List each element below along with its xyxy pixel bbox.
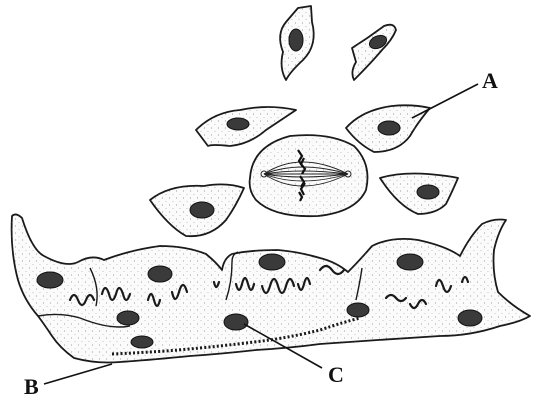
nucleus	[37, 272, 63, 288]
fibroblast-cell-right-lower	[380, 174, 458, 215]
nucleus	[397, 254, 423, 270]
nucleus	[117, 311, 139, 325]
nucleus	[190, 202, 214, 218]
nucleus	[458, 310, 482, 326]
fibroblast-cell-a	[346, 105, 430, 152]
nucleus-c	[224, 314, 248, 330]
nucleus	[417, 185, 439, 199]
leader-line-a	[412, 84, 478, 118]
nucleus	[227, 118, 249, 130]
epithelial-sheet	[12, 214, 530, 362]
nucleus	[289, 29, 303, 51]
nucleus	[131, 336, 153, 348]
fibroblast-cell-top-1	[280, 6, 314, 80]
fibroblast-cell-left-lower	[150, 184, 244, 236]
leader-line-b	[44, 364, 112, 384]
nucleus	[347, 303, 369, 317]
fibroblast-cell-top-2	[352, 25, 396, 80]
label-a: A	[482, 68, 498, 93]
label-c: C	[328, 362, 344, 387]
dividing-cell	[250, 135, 368, 216]
nucleus	[148, 266, 172, 282]
nucleus-a	[378, 121, 400, 135]
label-b: B	[24, 374, 39, 399]
nucleus	[259, 254, 285, 270]
